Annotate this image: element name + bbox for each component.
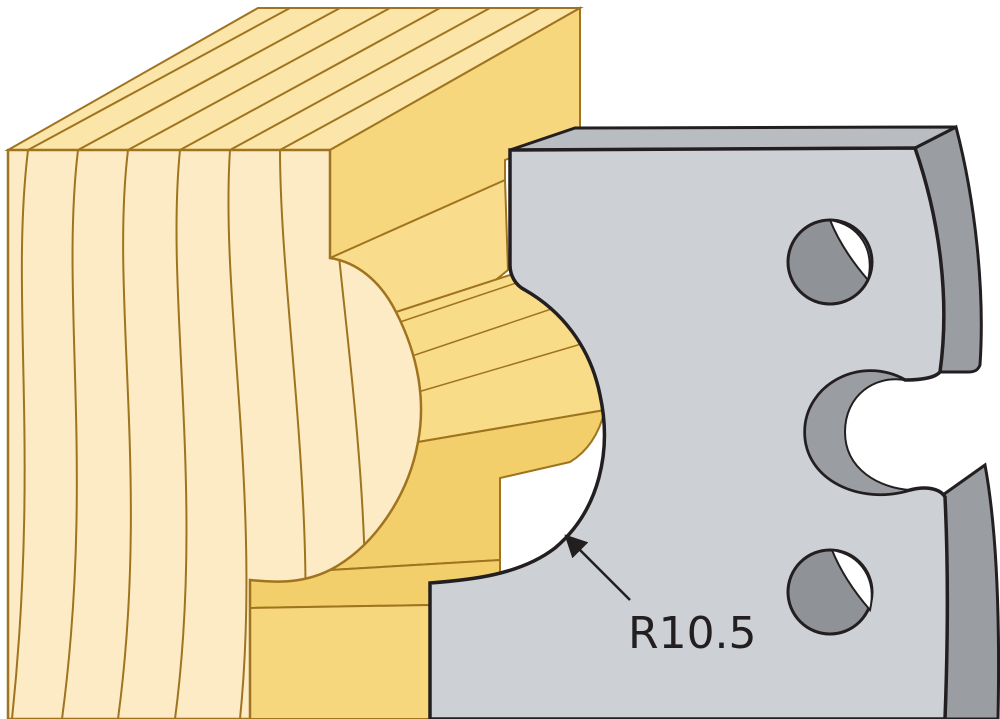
lower-mounting-hole bbox=[786, 548, 874, 636]
radius-leader-line bbox=[564, 534, 631, 601]
upper-mounting-hole bbox=[786, 218, 874, 306]
profile-knife bbox=[428, 124, 1000, 719]
wood-top-grain bbox=[27, 7, 541, 151]
wood-bottom-side bbox=[249, 603, 431, 719]
radius-dimension: R10.5 bbox=[564, 534, 757, 659]
wood-front-face bbox=[6, 148, 423, 719]
knife-notch-wall bbox=[803, 370, 911, 496]
wood-workpiece bbox=[4, 6, 607, 719]
radius-label: R10.5 bbox=[628, 608, 757, 659]
